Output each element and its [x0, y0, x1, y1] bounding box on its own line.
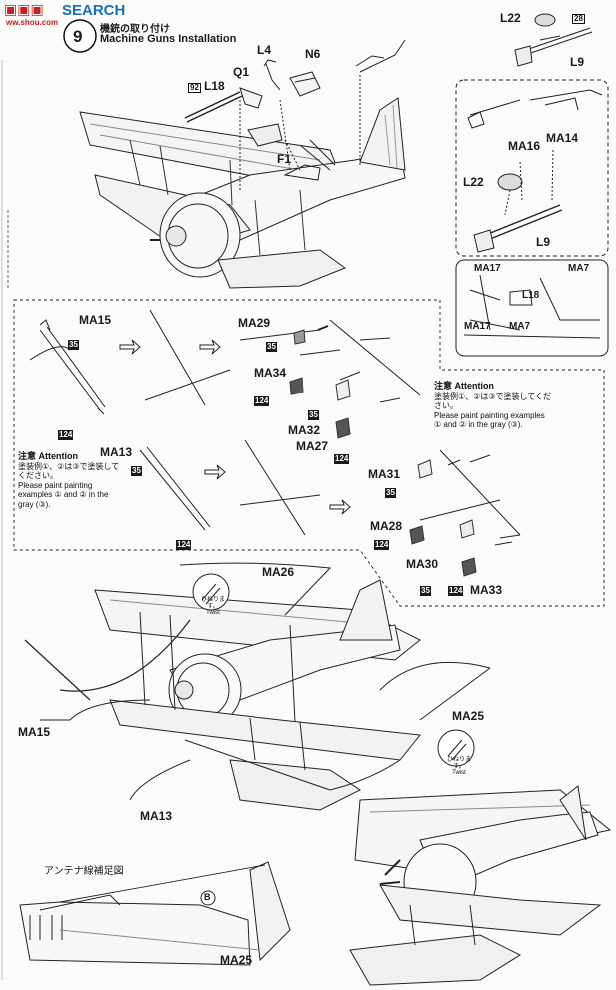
twist-jp-1: ひねります。 [200, 596, 225, 610]
attention-note-right-title: 注意 Attention [434, 381, 494, 391]
sight-detail-box [455, 259, 609, 357]
paint-code-35-a: 35 [68, 340, 79, 350]
part-ma14: MA14 [546, 131, 579, 145]
step-title-en: Machine Guns Installation [100, 33, 237, 45]
attention-note-right-jp: 塗装例①、②は③で塗装してください。 [434, 391, 552, 411]
antenna-sequence-2 [139, 439, 521, 546]
attention-note-left: 注意 Attention 塗装例①、②は③で塗装してください。 Please p… [18, 451, 120, 510]
attention-note-left-jp: 塗装例①、②は③で塗装してください。 [18, 461, 120, 481]
twist-callout-1: ひねります。 Twist [196, 596, 230, 617]
step-number: 9 [73, 27, 83, 46]
attention-note-left-en: Please paint painting examples ① and ② i… [18, 480, 109, 509]
attention-note-left-title: 注意 Attention [18, 451, 78, 461]
part-ma30: MA30 [406, 557, 439, 571]
part-ma7-a: MA7 [568, 263, 590, 274]
paint-code-35-b: 35 [131, 466, 142, 476]
part-f1: F1 [277, 152, 292, 166]
part-l9-mid: L9 [536, 235, 551, 249]
part-ma17-a: MA17 [474, 263, 501, 274]
gun-assembly-detail-box [455, 79, 609, 257]
paint-code-92: 92 [188, 83, 201, 93]
part-l9-top: L9 [570, 55, 585, 69]
part-ma15-main: MA15 [18, 725, 51, 739]
antenna-supplement-title: アンテナ線補足図 [44, 866, 124, 877]
step-number-badge [63, 19, 97, 53]
part-l22-top: L22 [500, 11, 521, 25]
paint-code-124-b: 124 [176, 540, 192, 550]
part-ma13: MA13 [100, 445, 133, 459]
part-ma31: MA31 [368, 467, 401, 481]
twist-callout-2: ひねります。 Twist [442, 756, 476, 777]
part-l18-detail: L18 [522, 290, 540, 301]
attention-note-right-en: Please paint painting examples ① and ② i… [434, 410, 545, 430]
part-q1: Q1 [233, 65, 250, 79]
twist-en-1: Twist [206, 610, 220, 616]
part-ma13-main: MA13 [140, 809, 173, 823]
paint-code-124-ma34: 124 [254, 396, 270, 406]
antenna-sequence-1 [29, 309, 421, 415]
paint-code-124-ma33: 124 [448, 586, 464, 596]
part-ma32: MA32 [288, 423, 321, 437]
part-ma34: MA34 [254, 366, 287, 380]
paint-code-35-ma32: 35 [308, 410, 319, 420]
part-l4: L4 [257, 43, 272, 57]
aircraft-illustration-main [24, 562, 491, 811]
part-ma27: MA27 [296, 439, 329, 453]
part-ma33: MA33 [470, 583, 503, 597]
watermark-logo-glyphs: ▣▣▣ [4, 2, 44, 18]
paint-code-124-ma27: 124 [334, 454, 350, 464]
step-title-jp: 機銃の取り付け [100, 24, 170, 35]
marker-b: B [204, 892, 211, 902]
watermark-url: ww.shou.com [6, 18, 59, 27]
part-ma17-b: MA17 [464, 321, 491, 332]
part-n6: N6 [305, 47, 321, 61]
paint-code-28: 28 [572, 14, 585, 24]
twist-en-2: Twist [452, 770, 466, 776]
part-ma28: MA28 [370, 519, 403, 533]
part-ma25-bottom: MA25 [220, 953, 253, 967]
part-ma26: MA26 [262, 565, 295, 579]
machine-gun-parts [184, 39, 406, 190]
part-ma25: MA25 [452, 709, 485, 723]
part-l22-mid: L22 [463, 175, 484, 189]
aircraft-illustration-top [79, 97, 406, 289]
paint-swatches [292, 381, 303, 393]
paint-code-35-ma31: 35 [385, 488, 396, 498]
paint-code-35-ma29: 35 [266, 342, 277, 352]
attention-note-right: 注意 Attention 塗装例①、②は③で塗装してください。 Please p… [434, 381, 554, 430]
part-ma15: MA15 [79, 313, 112, 327]
aircraft-illustration-finished [349, 785, 612, 986]
antenna-side-view [19, 861, 291, 966]
watermark-logo: SEARCH ▣▣▣ [4, 2, 125, 19]
twist-jp-2: ひねります。 [446, 756, 471, 770]
paint-code-124-a: 124 [58, 430, 74, 440]
part-l18-top: L18 [204, 79, 225, 93]
gun-l9-top [514, 13, 593, 67]
watermark-logo-text: SEARCH [62, 2, 126, 19]
part-ma16: MA16 [508, 139, 541, 153]
paint-code-35-ma33: 35 [420, 586, 431, 596]
part-ma29: MA29 [238, 316, 271, 330]
paint-code-124-ma28: 124 [374, 540, 390, 550]
part-ma7-b: MA7 [509, 321, 531, 332]
